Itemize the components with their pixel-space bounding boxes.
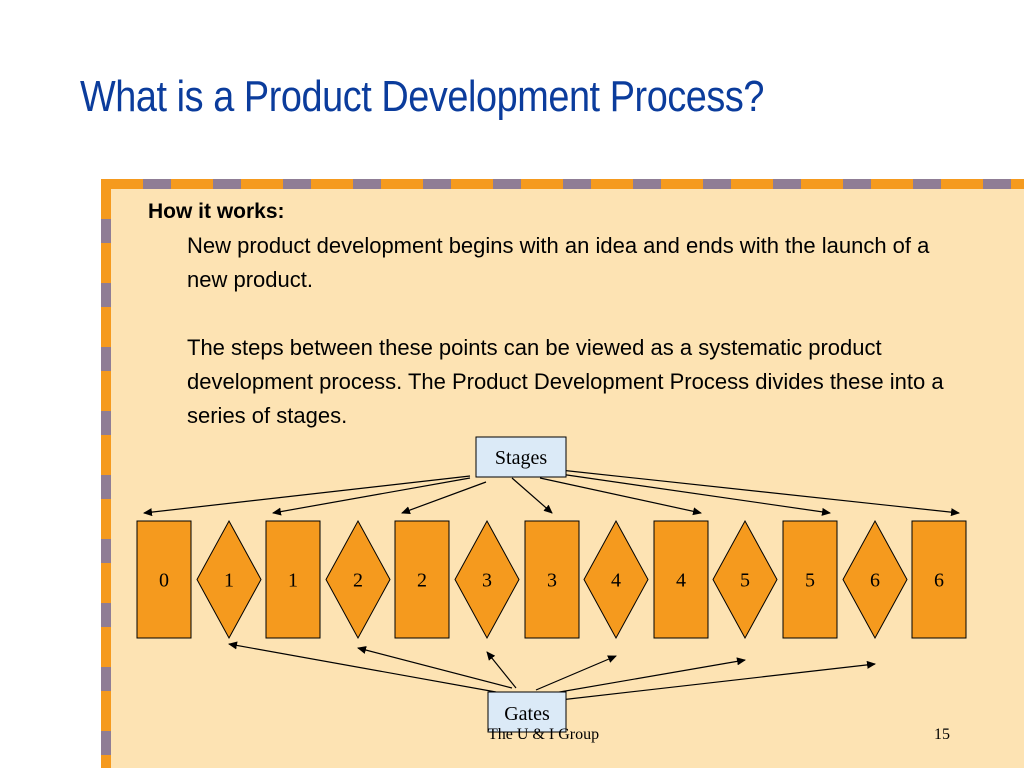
gate-arrow-5 xyxy=(547,657,746,695)
section-heading: How it works: xyxy=(148,200,285,223)
stage-arrow-6 xyxy=(559,469,960,517)
stage-arrow-1 xyxy=(272,477,471,516)
gates-label: Gates xyxy=(504,703,550,725)
gate-diamond-4 xyxy=(583,519,649,640)
gate-diamond-3 xyxy=(454,519,520,640)
process-shapes: 0 1 2 3 4 5 6 1 2 3 4 5 6 xyxy=(136,519,967,640)
gate-label-3: 3 xyxy=(482,570,492,592)
stages-label: Stages xyxy=(495,447,547,469)
gate-diamond-2 xyxy=(325,519,391,640)
stage-label-0: 0 xyxy=(159,570,169,592)
stage-box-2 xyxy=(394,520,450,639)
stage-label-3: 3 xyxy=(547,570,557,592)
stages-label-box xyxy=(475,436,567,478)
gate-arrow-3 xyxy=(486,651,517,689)
footer-organization: The U & I Group xyxy=(488,726,600,743)
paragraph-2: The steps between these points can be vi… xyxy=(187,335,944,428)
stage-label-1: 1 xyxy=(288,570,298,592)
stage-box-5 xyxy=(782,520,838,639)
stage-label-5: 5 xyxy=(805,570,815,592)
gate-label-5: 5 xyxy=(740,570,750,592)
stage-arrow-3 xyxy=(511,477,553,514)
footer-page-number: 15 xyxy=(934,726,950,743)
stage-box-3 xyxy=(524,520,580,639)
stage-arrow-4 xyxy=(539,477,702,516)
gate-diamond-6 xyxy=(842,519,908,640)
arrows xyxy=(143,469,960,701)
stage-arrow-0 xyxy=(143,475,471,517)
stage-label-6: 6 xyxy=(934,570,944,592)
stage-box-0 xyxy=(136,520,192,639)
gate-arrow-6 xyxy=(559,660,876,701)
gate-label-6: 6 xyxy=(870,570,880,592)
gate-arrow-4 xyxy=(535,655,617,691)
frame-left-border xyxy=(101,179,111,768)
gate-label-1: 1 xyxy=(224,570,234,592)
stage-box-4 xyxy=(653,520,709,639)
slide-title: What is a Product Development Process? xyxy=(80,72,765,121)
paragraph-1: New product development begins with an i… xyxy=(187,233,930,292)
stage-arrow-2 xyxy=(401,481,487,514)
gate-label-4: 4 xyxy=(611,570,621,592)
gate-arrow-2 xyxy=(357,646,513,689)
content-panel xyxy=(111,189,1024,768)
stage-label-4: 4 xyxy=(676,570,686,592)
gate-arrow-1 xyxy=(228,641,497,693)
stage-arrow-5 xyxy=(559,473,831,516)
gates-label-box xyxy=(487,691,567,733)
frame-top-border xyxy=(101,179,1024,189)
gate-diamond-5 xyxy=(712,519,778,640)
gate-diamond-1 xyxy=(196,519,262,640)
stage-box-6 xyxy=(911,520,967,639)
stage-box-1 xyxy=(265,520,321,639)
stage-label-2: 2 xyxy=(417,570,427,592)
gate-label-2: 2 xyxy=(353,570,363,592)
